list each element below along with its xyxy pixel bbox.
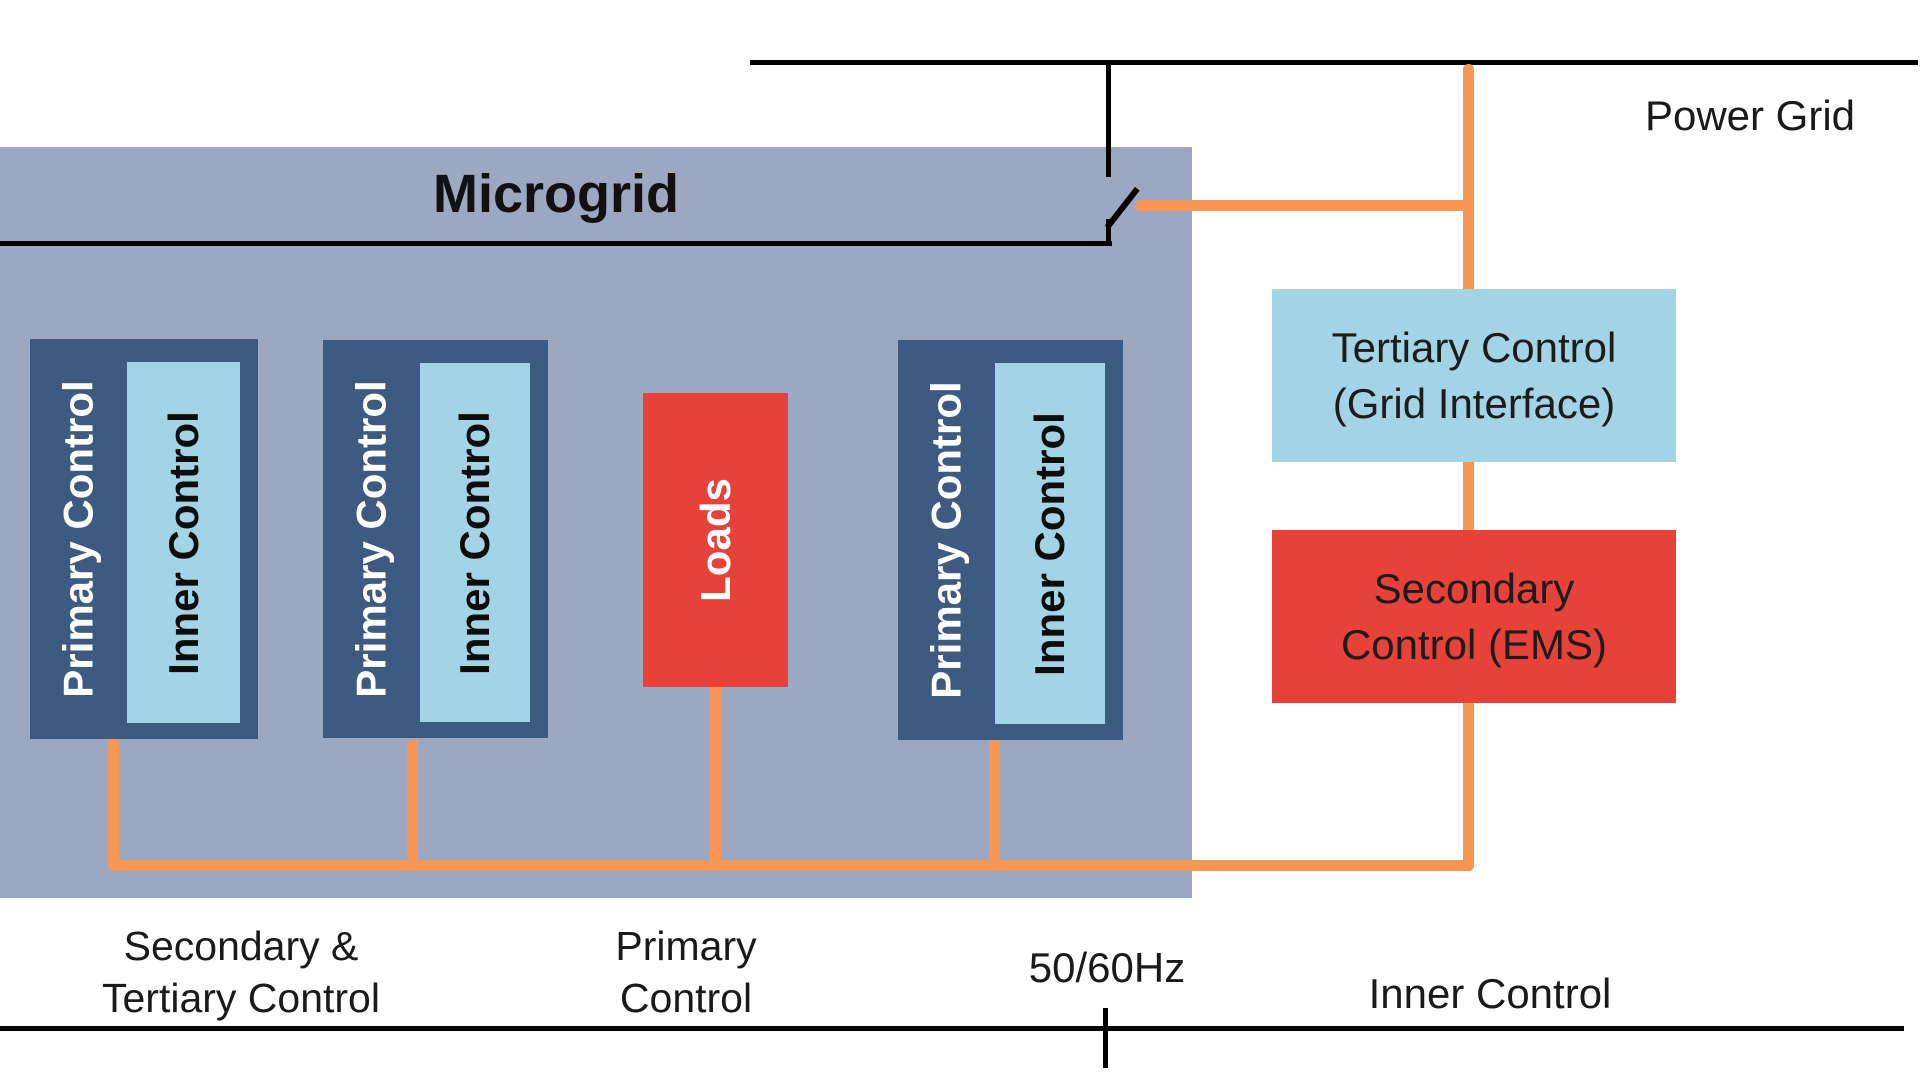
secondary-control-line2: Control (EMS) [1340,620,1608,668]
der2-drop-line [407,740,418,869]
power-grid-bus-line [750,60,1918,65]
primary-label-line2: Control [619,975,753,1021]
der3-primary-control-area: Primary Control [898,340,995,740]
switch-to-riser-line [1135,200,1468,211]
der3-inner-control-box: Inner Control [995,363,1105,724]
der1-primary-control-label: Primary Control [54,380,102,698]
primary-label-line1: Primary [615,923,757,969]
microgrid-title-underline [0,241,1112,246]
grid-feeder-line [1106,60,1111,177]
microgrid-comms-bus-line [108,860,1474,871]
inner-control-axis-label: Inner Control [1368,970,1612,1017]
microgrid-title: Microgrid [432,164,679,224]
der2-primary-control-area: Primary Control [323,340,420,738]
frequency-label: 50/60Hz [1028,944,1186,991]
der3-inner-control-label: Inner Control [1026,411,1073,676]
tertiary-control-line2: (Grid Interface) [1332,379,1616,427]
frequency-tick-mark [1103,1008,1108,1068]
timescale-axis-line [0,1026,1904,1031]
loads-box: Loads [643,393,788,687]
loads-drop-line [710,686,721,866]
der2-inner-control-label: Inner Control [451,410,498,675]
der3-primary-control-label: Primary Control [922,381,970,699]
tertiary-control-line1: Tertiary Control [1331,323,1617,371]
der1-inner-control-label: Inner Control [159,410,207,675]
der-unit-2: Primary Control Inner Control [323,340,548,738]
secondary-tertiary-label-line1: Secondary & [123,923,359,969]
breaker-switch-stub [1106,219,1111,246]
der-unit-1: Primary Control Inner Control [30,339,258,739]
der3-drop-line [989,740,1000,867]
grid-interface-riser-line [1463,64,1474,871]
loads-label: Loads [691,478,739,602]
power-grid-label: Power Grid [1644,92,1856,139]
der2-primary-control-label: Primary Control [347,380,395,698]
der2-inner-control-box: Inner Control [420,363,530,722]
der1-drop-line [108,739,119,869]
secondary-tertiary-label-line2: Tertiary Control [102,975,380,1021]
secondary-control-line1: Secondary [1373,564,1575,612]
der-unit-3: Primary Control Inner Control [898,340,1123,740]
tertiary-control-box: Tertiary Control (Grid Interface) [1272,289,1676,462]
secondary-tertiary-control-label: Secondary & Tertiary Control [81,920,401,1024]
der1-primary-control-area: Primary Control [30,339,127,739]
secondary-control-box: Secondary Control (EMS) [1272,530,1676,703]
der1-inner-control-box: Inner Control [127,362,240,723]
primary-control-axis-label: Primary Control [526,920,846,1024]
